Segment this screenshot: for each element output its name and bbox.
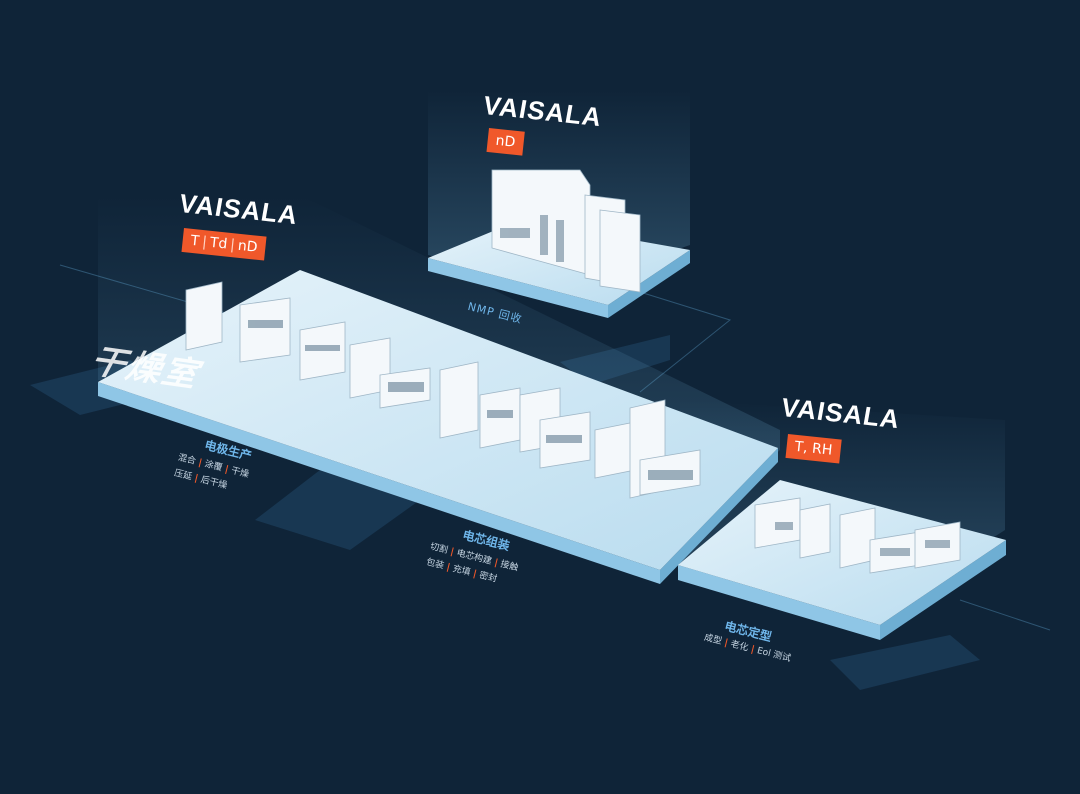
nmp-machine-details: [500, 215, 564, 262]
tag-t-rh: T, RH: [793, 438, 834, 459]
electrode-machines: [185, 281, 701, 499]
formation-machine-details: [775, 522, 950, 556]
electrode-machine-details: [248, 320, 693, 480]
tag-nd: nD: [237, 237, 259, 256]
tag-nd: nD: [494, 132, 517, 151]
tag-td: Td: [209, 234, 229, 253]
nmp-measurement-tag: nD: [486, 128, 525, 156]
